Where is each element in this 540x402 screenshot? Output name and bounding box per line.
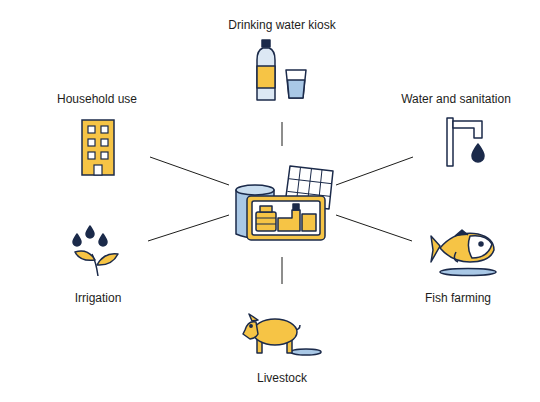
motor-rib: [256, 224, 276, 225]
pig-body: [253, 319, 297, 345]
fish-fin: [455, 230, 468, 236]
tank-top: [236, 185, 274, 195]
pig-head: [243, 322, 258, 339]
fish-body: [440, 233, 494, 262]
plant-icon: [73, 226, 118, 276]
leader-line: [336, 157, 413, 185]
rain-drop: [86, 226, 94, 238]
building: [82, 120, 114, 175]
pump-outlet: [302, 214, 316, 231]
window: [101, 152, 108, 159]
leader-line: [282, 122, 283, 146]
bottle-label: [257, 66, 275, 88]
pump-motor: [256, 212, 276, 231]
tap-icon: [447, 118, 484, 166]
building-icon: [82, 120, 114, 175]
mud-puddle: [291, 349, 321, 355]
fish-face: [468, 236, 492, 258]
use-label: Livestock: [257, 371, 307, 385]
window: [88, 126, 95, 133]
window: [88, 139, 95, 146]
leaf: [75, 251, 95, 260]
bottle-cap: [262, 40, 270, 47]
pig-eye: [250, 325, 252, 327]
motor-cap: [260, 206, 272, 212]
windows: [88, 126, 108, 175]
grid-line: [289, 179, 332, 184]
fish-icon: [431, 230, 496, 276]
use-label: Household use: [57, 92, 137, 106]
leader-line: [282, 257, 283, 284]
pig-ear: [249, 314, 258, 321]
leader-line: [336, 215, 412, 241]
door: [94, 165, 102, 175]
kiosk-icon: [257, 40, 306, 100]
window: [101, 139, 108, 146]
water-system-icon: [236, 166, 333, 240]
pump-valve: [293, 204, 299, 210]
leader-line: [148, 215, 229, 241]
water-drop: [472, 144, 484, 162]
use-label: Irrigation: [75, 291, 122, 305]
window: [101, 126, 108, 133]
use-label: Drinking water kiosk: [228, 18, 335, 32]
leader-line: [150, 157, 229, 185]
tap-spout: [453, 121, 482, 138]
fish-tail: [431, 236, 440, 262]
fish-stripe: [454, 252, 458, 262]
glass: [286, 70, 306, 98]
rain-drop: [99, 234, 107, 246]
pig-icon: [243, 314, 321, 355]
generator-body: [252, 201, 320, 235]
tap-pipe: [447, 118, 453, 166]
motor-rib: [256, 218, 276, 219]
fish-eye: [479, 242, 483, 246]
rain-drop: [73, 234, 81, 246]
leader-lines: [148, 122, 413, 284]
use-label: Water and sanitation: [401, 92, 511, 106]
window: [88, 152, 95, 159]
leaf: [97, 254, 118, 265]
use-label: Fish farming: [425, 291, 491, 305]
glass-water: [288, 80, 305, 98]
pump-housing: [278, 210, 300, 231]
water-pond: [440, 269, 496, 276]
generator-frame: [247, 196, 325, 240]
bottle-body: [257, 48, 275, 100]
